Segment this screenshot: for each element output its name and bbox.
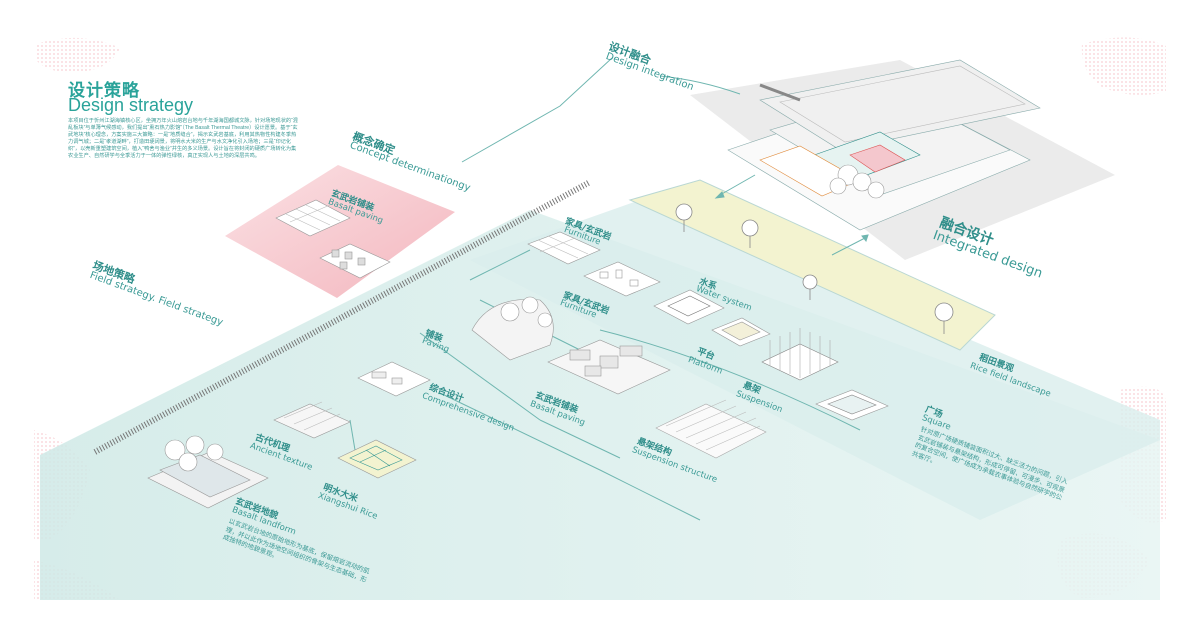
water-module (653, 289, 725, 325)
page-title-zh: 设计策略 (68, 81, 140, 100)
intro-paragraph: 本项目位于忻州江湖海镇核心区，坐拥万年火山熔岩台地与千年湖海国都城文脉，针对场地… (68, 118, 298, 159)
concept-models (275, 199, 391, 279)
rice-field-strip (628, 179, 996, 351)
landform-module (147, 435, 269, 509)
field-plane (40, 210, 1160, 600)
page-title-en: Design strategy (68, 95, 194, 115)
suspension-structure-module (655, 399, 767, 459)
rice-trees (675, 203, 954, 334)
ancient-texture-module (273, 401, 351, 439)
paving-module (471, 296, 554, 361)
suspension-module (761, 328, 839, 381)
site-model (727, 59, 1041, 231)
rice-module (337, 439, 417, 479)
basalt-paving-module (547, 339, 671, 395)
furniture-module-1 (527, 231, 601, 265)
furniture-module-2 (583, 261, 661, 297)
concept-plane (225, 165, 455, 298)
